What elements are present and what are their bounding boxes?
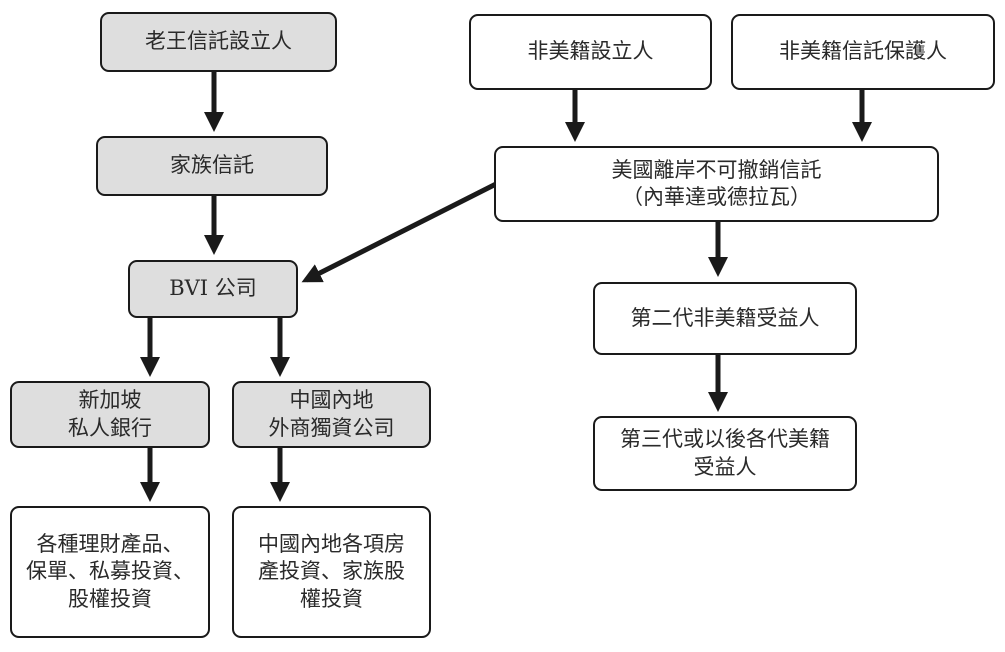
node-label: 非美籍信託保護人 xyxy=(779,39,947,64)
node-financial-products: 各種理財產品、 保單、私募投資、 股權投資 xyxy=(10,506,210,638)
node-family-trust: 家族信託 xyxy=(96,136,328,196)
node-china-investments: 中國內地各項房 產投資、家族股 權投資 xyxy=(232,506,431,638)
node-singapore-private-bank: 新加坡 私人銀行 xyxy=(10,381,210,448)
node-china-wfoe: 中國內地 外商獨資公司 xyxy=(232,381,431,448)
node-label: 中國內地 外商獨資公司 xyxy=(268,388,395,440)
node-non-us-trust-protector: 非美籍信託保護人 xyxy=(731,14,995,90)
node-third-gen-beneficiary: 第三代或以後各代美籍 受益人 xyxy=(593,416,857,491)
node-label: 非美籍設立人 xyxy=(527,39,654,64)
node-label: BVI 公司 xyxy=(169,276,257,301)
node-label: 老王信託設立人 xyxy=(145,29,292,54)
node-us-offshore-irrevocable-trust: 美國離岸不可撤銷信託 （內華達或德拉瓦） xyxy=(494,146,939,222)
node-label: 美國離岸不可撤銷信託 （內華達或德拉瓦） xyxy=(611,157,822,209)
node-label: 新加坡 私人銀行 xyxy=(68,388,152,440)
node-non-us-settlor: 非美籍設立人 xyxy=(469,14,712,90)
node-label: 家族信託 xyxy=(170,153,254,178)
node-bvi-company: BVI 公司 xyxy=(128,260,298,318)
node-wang-trust-settlor: 老王信託設立人 xyxy=(100,12,337,72)
node-label: 中國內地各項房 產投資、家族股 權投資 xyxy=(258,532,405,611)
node-second-gen-beneficiary: 第二代非美籍受益人 xyxy=(593,282,857,355)
node-label: 各種理財產品、 保單、私募投資、 股權投資 xyxy=(26,532,194,611)
node-label: 第二代非美籍受益人 xyxy=(630,305,820,330)
arrow-offshore-trust-to-bvi xyxy=(301,181,498,283)
node-label: 第三代或以後各代美籍 受益人 xyxy=(620,427,830,479)
